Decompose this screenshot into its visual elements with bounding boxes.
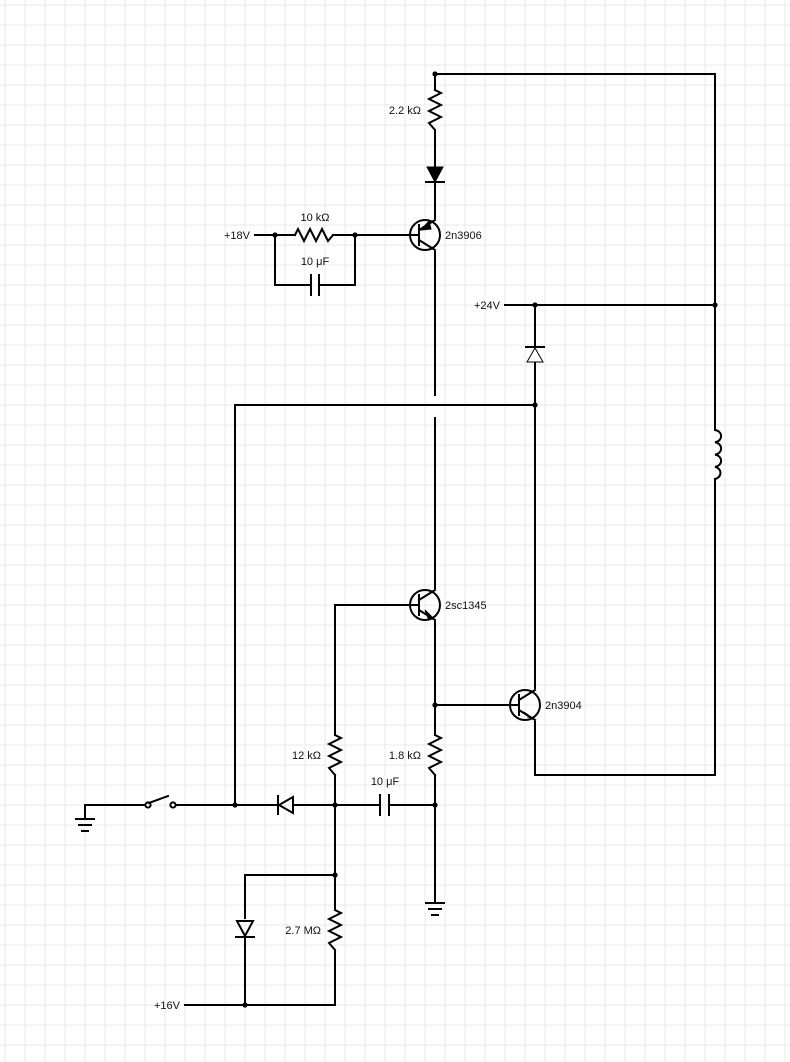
label-q-2n3906: 2n3906: [445, 230, 482, 242]
label-c-base-pnp: 10 μF: [301, 256, 330, 268]
capacitor-base-pnp: [310, 274, 320, 296]
label-q-2n3904: 2n3904: [545, 700, 582, 712]
diode-horizontal: [276, 795, 294, 815]
label-r-2-7m: 2.7 MΩ: [285, 925, 321, 937]
label-q-2sc1345: 2sc1345: [445, 600, 487, 612]
label-r-base-pnp: 10 kΩ: [300, 212, 329, 224]
diode-24v: [525, 346, 545, 363]
resistor-2-2k: [426, 88, 444, 132]
transistor-2sc1345: [409, 588, 441, 622]
switch: [144, 794, 177, 809]
label-r-12k: 12 kΩ: [292, 750, 321, 762]
label-r-top: 2.2 kΩ: [389, 105, 421, 117]
diode-left: [235, 920, 255, 939]
ground-right: [425, 902, 445, 916]
transistor-2n3904: [509, 688, 541, 722]
resistor-12k: [326, 733, 344, 777]
resistor-1-8k: [426, 733, 444, 777]
label-supply-16v: +16V: [154, 1000, 181, 1012]
label-r-1-8k: 1.8 kΩ: [389, 750, 421, 762]
capacitor-10u: [379, 794, 390, 816]
label-supply-18v: +18V: [224, 230, 251, 242]
diode-top: [425, 166, 445, 184]
label-supply-24v: +24V: [474, 300, 501, 312]
inductor-coil: [713, 428, 723, 481]
junction-dots: [232, 71, 718, 1008]
transistor-2n3906: [409, 218, 441, 252]
label-c-10u: 10 μF: [371, 776, 400, 788]
ground-left: [75, 818, 95, 832]
resistor-2-7m: [326, 908, 344, 952]
resistor-10k: [293, 226, 335, 244]
wires: [84, 73, 716, 1006]
